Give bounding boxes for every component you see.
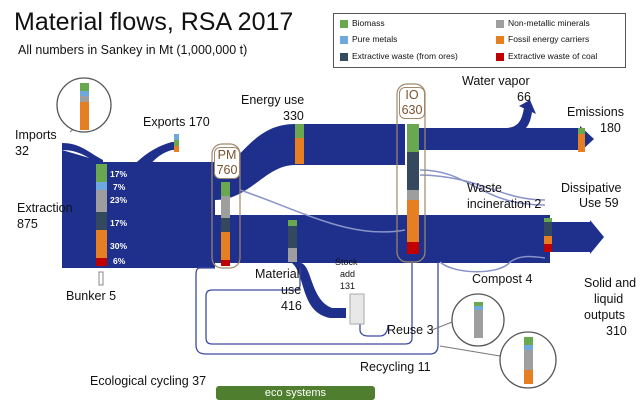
sankey-flows <box>62 108 590 318</box>
legend-swatch-extractive-coal <box>496 53 504 61</box>
material-use-value: 416 <box>281 299 302 313</box>
pm-to-material-flow <box>215 215 550 263</box>
energy-use-value: 330 <box>283 109 304 123</box>
extraction-flow <box>62 150 103 268</box>
extraction-composition-bar <box>96 164 107 266</box>
water-vapor-value: 66 <box>517 90 531 104</box>
share-extractive-coal: 6% <box>113 256 126 266</box>
legend-swatch-pure-metals <box>340 36 348 44</box>
emissions-label: Emissions <box>567 105 624 119</box>
legend-non-metallic: Non-metallic minerals <box>508 18 590 28</box>
pm-node-label: PM 760 <box>214 147 240 179</box>
extraction-value: 875 <box>17 217 38 231</box>
legend-swatch-extractive-ores <box>340 53 348 61</box>
stock-label-2: add <box>340 269 356 279</box>
recycling-label: Recycling 11 <box>360 360 431 374</box>
emissions-bar <box>578 128 585 152</box>
solid-liquid-label: Solid and <box>584 276 637 290</box>
eco-systems-bar: eco systems <box>216 386 375 400</box>
stock-label: Stock <box>335 257 358 267</box>
waste-incineration-flow <box>419 169 546 206</box>
legend-extractive-coal: Extractive waste of coal <box>508 51 598 61</box>
exports-bar <box>174 134 179 152</box>
water-vapor-label: Water vapor <box>462 74 530 88</box>
recycling-callout <box>439 331 557 389</box>
water-vapor-flow <box>420 108 532 135</box>
solid-liquid-arrow <box>590 220 604 254</box>
share-fossil: 30% <box>110 241 128 251</box>
extraction-label: Extraction <box>17 201 73 215</box>
material-use-label-2: use <box>281 283 302 297</box>
share-biomass: 17% <box>110 169 128 179</box>
imports-flow <box>62 143 103 166</box>
solid-liquid-bar <box>544 218 552 252</box>
bunker-label: Bunker 5 <box>66 289 117 303</box>
solid-liquid-value: 310 <box>606 324 627 338</box>
legend-pure-metals: Pure metals <box>352 34 398 44</box>
legend-swatch-fossil <box>496 36 504 44</box>
legend: Biomass Non-metallic minerals Pure metal… <box>333 13 626 68</box>
loops <box>195 262 439 355</box>
energy-use-label: Energy use <box>241 93 305 107</box>
minor-flows <box>239 169 546 273</box>
legend-biomass: Biomass <box>352 18 385 28</box>
eco-loop <box>205 262 413 345</box>
compost-flow <box>439 255 546 273</box>
solid-liquid-label-3: outputs <box>584 308 626 322</box>
share-pure-metals: 7% <box>113 182 126 192</box>
water-vapor-arrow <box>519 100 536 114</box>
stock-add-flow <box>292 263 346 318</box>
io-label: IO <box>405 88 419 102</box>
io-composition-bar <box>407 124 419 254</box>
legend-swatch-biomass <box>340 20 348 28</box>
material-use-label: Material <box>255 267 300 281</box>
legend-swatch-non-metallic <box>496 20 504 28</box>
io-node-label: IO 630 <box>399 87 425 119</box>
reuse-callout <box>431 293 505 347</box>
io-value: 630 <box>401 103 423 117</box>
pm-label: PM <box>217 148 237 162</box>
pm-dissipative-flow <box>239 189 406 233</box>
imports-callout <box>56 77 112 133</box>
io-node-outline <box>396 83 426 263</box>
imports-label: Imports <box>15 128 57 142</box>
pm-value: 760 <box>216 163 238 177</box>
solid-liquid-label-2: liquid <box>594 292 624 306</box>
compost-label: Compost 4 <box>472 272 533 286</box>
share-extractive-ores: 17% <box>110 218 128 228</box>
reuse-label: Reuse 3 <box>387 323 434 337</box>
material-use-bar <box>288 220 297 262</box>
pm-node-outline <box>211 143 241 269</box>
exports-flow <box>120 142 178 182</box>
exports-label: Exports 170 <box>143 115 210 129</box>
solid-liquid-flow <box>550 222 590 252</box>
pm-to-energy-flow <box>215 124 405 200</box>
energy-use-bar <box>295 124 304 164</box>
dissipative-label-2: Use 59 <box>579 196 619 210</box>
legend-extractive-ores: Extractive waste (from ores) <box>352 51 458 61</box>
stock-box <box>349 293 365 325</box>
dissipative-label: Dissipative <box>561 181 622 195</box>
eco-cycling-label: Ecological cycling 37 <box>90 374 207 388</box>
bunker-outflow <box>98 271 104 286</box>
stock-value: 131 <box>340 281 356 291</box>
imports-value: 32 <box>15 144 29 158</box>
page-title: Material flows, RSA 2017 <box>14 8 294 36</box>
waste-incineration-label-2: incineration 2 <box>467 197 542 211</box>
emissions-value: 180 <box>600 121 621 135</box>
share-non-metallic: 23% <box>110 195 128 205</box>
pm-composition-bar <box>221 182 230 266</box>
recycling-loop <box>195 262 439 355</box>
reuse-loop <box>359 305 389 337</box>
page-subtitle: All numbers in Sankey in Mt (1,000,000 t… <box>18 43 248 57</box>
waste-incineration-label: Waste <box>467 181 502 195</box>
legend-fossil: Fossil energy carriers <box>508 34 590 44</box>
dissipative-flow <box>419 174 546 201</box>
